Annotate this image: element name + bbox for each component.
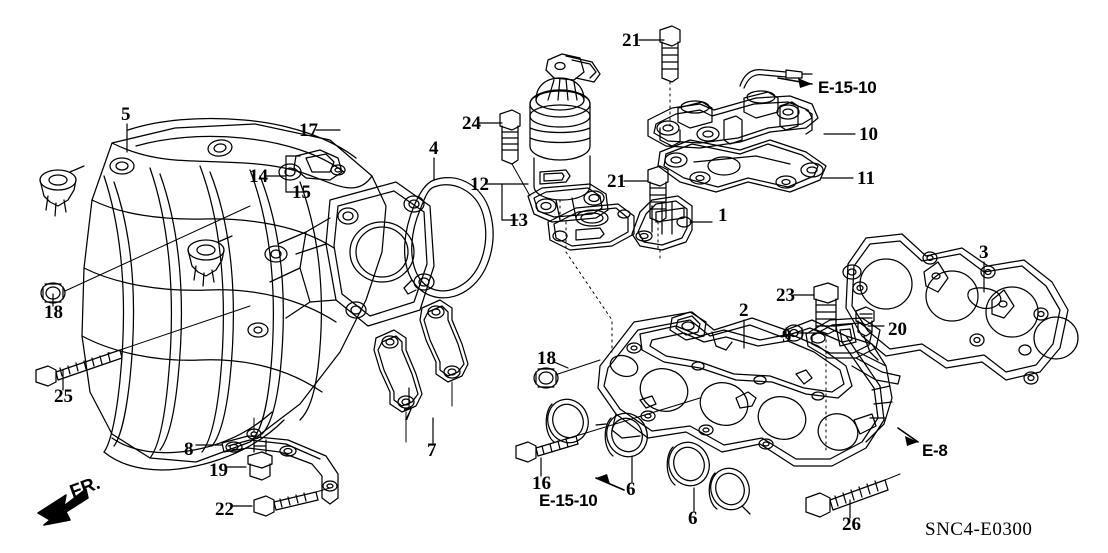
callout-25: 25 [54, 386, 73, 407]
callout-8: 8 [184, 439, 194, 460]
callout-7-b: 7 [403, 404, 413, 425]
part-6-seal-c [666, 441, 710, 487]
reference-tag-e-15-10-upper[interactable]: E-15-10 [818, 78, 877, 97]
part-25-bolt [35, 305, 251, 387]
part-1-bracket [631, 195, 693, 263]
callout-3: 3 [979, 242, 989, 263]
part-2-manifold-base [597, 311, 893, 467]
part-22-bolt [253, 487, 331, 517]
callout-7-a: 7 [427, 440, 437, 461]
callout-1: 1 [718, 205, 728, 226]
callout-21-a: 21 [622, 30, 641, 51]
part-19-bolt [247, 439, 273, 481]
part-24-bolt [499, 109, 531, 197]
part-4-gasket [403, 176, 494, 299]
callout-14: 14 [249, 166, 268, 187]
part-20-bolt [855, 306, 879, 361]
part-3-gasket [842, 233, 1079, 385]
callout-16: 16 [532, 473, 551, 494]
part-18-nut-lower [533, 359, 601, 389]
part-21-bolt-upper [659, 25, 681, 131]
part-intake-manifold [39, 117, 387, 471]
callout-21-b: 21 [607, 171, 626, 192]
callout-15: 15 [292, 182, 311, 203]
callout-22: 22 [215, 499, 234, 520]
callout-24: 24 [462, 113, 481, 134]
part-clamp-bracket [805, 317, 901, 385]
part-8-bracket [221, 417, 339, 505]
part-11-gasket [657, 139, 827, 193]
part-12-egr-valve [527, 53, 609, 223]
reference-arrows [595, 77, 919, 491]
callout-18-b: 18 [537, 348, 556, 369]
callout-12: 12 [470, 174, 489, 195]
callout-2: 2 [739, 300, 749, 321]
callout-23: 23 [776, 285, 795, 306]
callout-6-b: 6 [688, 508, 698, 529]
part-26-bolt [805, 473, 901, 518]
callout-20: 20 [888, 319, 907, 340]
callout-6-a: 6 [626, 479, 636, 500]
part-10-fuel-rail [647, 68, 819, 149]
part-16-stud-bolt [515, 397, 701, 463]
callout-4: 4 [429, 138, 439, 159]
callout-9: 9 [782, 326, 792, 347]
callout-19: 19 [209, 460, 228, 481]
callout-18-a: 18 [44, 302, 63, 323]
callout-5: 5 [121, 104, 131, 125]
callout-17: 17 [299, 120, 318, 141]
reference-tag-e-15-10-lower[interactable]: E-15-10 [539, 491, 598, 510]
reference-tag-e-8[interactable]: E-8 [922, 441, 948, 460]
callout-10: 10 [859, 124, 878, 145]
title-block-drawing-number: SNC4-E0300 [925, 519, 1033, 540]
callout-26: 26 [842, 514, 861, 535]
part-7-bracket-lower [373, 329, 423, 443]
part-6-seal-b [595, 412, 648, 458]
part-13-gasket [547, 199, 635, 353]
front-direction-arrow [37, 488, 89, 526]
part-throttle-body-flange [269, 181, 435, 327]
callout-leader-lines [52, 39, 985, 519]
callout-13: 13 [509, 210, 528, 231]
part-6-seal-d [708, 467, 751, 515]
part-7-bracket-upper [419, 299, 469, 407]
callout-11: 11 [857, 168, 875, 189]
